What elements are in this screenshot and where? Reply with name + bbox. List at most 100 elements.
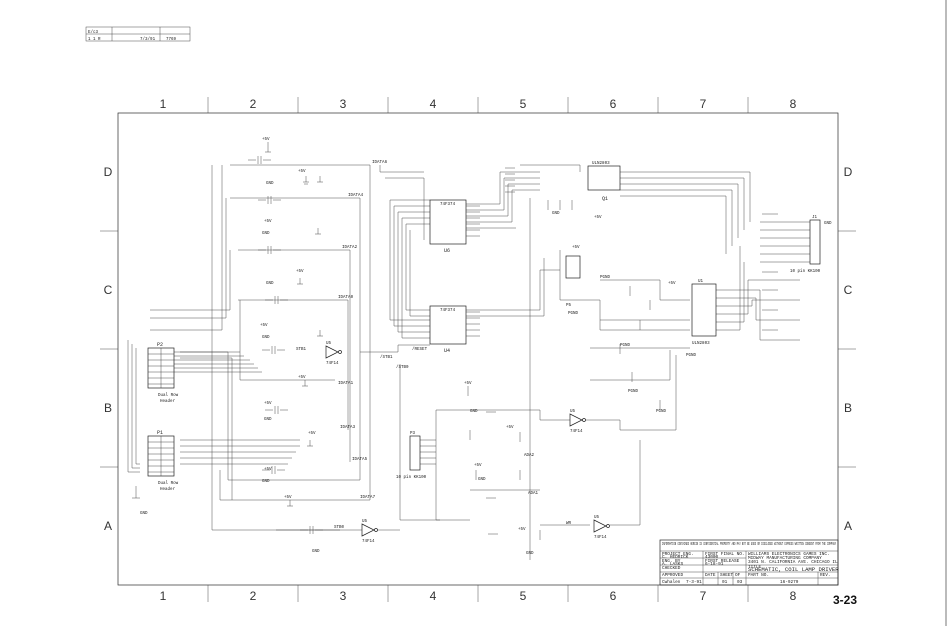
chip-u4: 74F374 U4: [429, 305, 480, 354]
column-label: 3: [340, 589, 347, 603]
net-label: GND: [140, 512, 148, 516]
column-label: 8: [790, 97, 797, 111]
net-label: +5V: [298, 376, 306, 380]
net-label: /RESET: [412, 347, 428, 352]
confidential-notice: INFORMATION CONTAINED HEREIN IS CONFIDEN…: [662, 542, 836, 547]
ref-label: U1: [698, 280, 704, 284]
net-label: +5V: [308, 432, 316, 436]
net-label: +5V: [284, 496, 292, 500]
date-label: DATE: [705, 573, 716, 578]
row-label: D: [844, 165, 853, 179]
net-label: IDATA5: [352, 458, 368, 462]
net-label: /STB0: [396, 365, 409, 370]
net-label: PGND: [600, 276, 611, 280]
chip-u6: 74F374 U6: [429, 199, 480, 254]
first-final: 43000: [705, 555, 719, 560]
approved-date: 7-3-91: [686, 580, 702, 585]
column-label: 1: [160, 589, 167, 603]
net-label: +5V: [264, 468, 272, 472]
ref-label: U5: [326, 342, 332, 346]
net-label: IDATA3: [340, 426, 356, 430]
row-label: D: [104, 165, 113, 179]
net-label: IDATA1: [338, 382, 354, 386]
net-label: +5V: [264, 402, 272, 406]
column-label: 6: [610, 97, 617, 111]
net-label: GND: [262, 480, 270, 484]
row-label: B: [844, 401, 852, 415]
ref-label: U5: [362, 520, 368, 524]
column-label: 7: [700, 589, 707, 603]
sheet-number: 01: [722, 580, 728, 585]
net-label: +5V: [264, 220, 272, 224]
column-label: 6: [610, 589, 617, 603]
net-labels: IDATA6 IDATA4 IDATA2 IDATA0 IDATA1 IDATA…: [260, 138, 676, 556]
net-label: +5V: [464, 382, 472, 386]
net-label: GND: [312, 550, 320, 554]
net-label: +5V: [594, 216, 602, 220]
wiring: [127, 164, 810, 560]
passive-components: [132, 142, 778, 540]
net-label: +5V: [668, 282, 676, 286]
column-label: 3: [340, 97, 347, 111]
net-label: ADA1: [528, 492, 539, 496]
net-label: GND: [470, 410, 478, 414]
row-label: B: [104, 401, 112, 415]
column-label: 8: [790, 589, 797, 603]
net-label: STB1: [296, 348, 307, 352]
page-number: 3-23: [833, 593, 857, 607]
net-label: PGND: [628, 390, 639, 394]
net-label: GND: [266, 282, 274, 286]
row-label: A: [844, 519, 852, 533]
company-line: WILLIAMS ELECTRONICS GAMES INC.: [748, 552, 830, 557]
part-label: 74F374: [440, 203, 456, 207]
checked-label: CHECKED: [662, 566, 681, 571]
net-label: IDATA2: [342, 246, 358, 250]
revision-line: 1 1 R: [88, 38, 101, 42]
project-eng-label: PROJECT ENG.: [662, 552, 694, 557]
part-label: 74F14: [594, 536, 607, 540]
zone-labels: 1 2 3 4 5 6 7 8 1 2 3 4 5 6 7 8 D C B A …: [104, 97, 853, 603]
part-desc: Dual Row: [158, 393, 179, 398]
buffer-u5: U5 74F14: [325, 342, 342, 366]
part-label: 74F14: [326, 362, 339, 366]
net-label: IDATA4: [348, 194, 364, 198]
column-label: 2: [250, 589, 257, 603]
engineer-label: ENG. BY: [662, 559, 681, 564]
net-label: IDATA0: [338, 296, 354, 300]
net-label: +5V: [506, 426, 514, 430]
part-desc: Dual Row: [158, 481, 179, 486]
revision-line: E/c3: [88, 30, 99, 35]
ref-label: P1: [157, 430, 163, 436]
revision-line: 7/3/91: [140, 37, 156, 42]
ref-label: P2: [157, 342, 163, 348]
net-label: +5V: [298, 170, 306, 174]
net-label: PGND: [686, 354, 697, 358]
net-label: /STB1: [380, 355, 393, 360]
revision-line: 7769: [166, 38, 177, 42]
row-label: C: [844, 283, 853, 297]
of-label: OF: [735, 573, 741, 578]
column-label: 5: [520, 589, 527, 603]
net-label: ADA2: [524, 454, 535, 458]
column-label: 4: [430, 97, 437, 111]
connector-p5: P5 +5V PGND PGND PGND PGND PGND PGND: [565, 246, 697, 414]
net-label: GND: [264, 418, 272, 422]
net-label: IDATA6: [372, 161, 388, 165]
part-desc: Header: [160, 399, 176, 404]
net-label: GND: [552, 212, 560, 216]
net-label: +5V: [572, 246, 580, 250]
project-eng: C. HEDRICK: [662, 555, 689, 560]
ref-label: U5: [570, 410, 576, 414]
part-desc: Header: [160, 487, 176, 492]
net-label: PGND: [656, 410, 667, 414]
net-label: GND: [478, 478, 486, 482]
ref-label: U5: [594, 516, 600, 520]
net-label: +5V: [296, 270, 304, 274]
part-desc: 10 pin KK100: [790, 269, 821, 274]
engineer: A. LASKS: [662, 562, 683, 567]
ref-label: P5: [566, 304, 572, 308]
part-label: 74F374: [440, 309, 456, 313]
net-label: GND: [526, 552, 534, 556]
column-label: 4: [430, 589, 437, 603]
